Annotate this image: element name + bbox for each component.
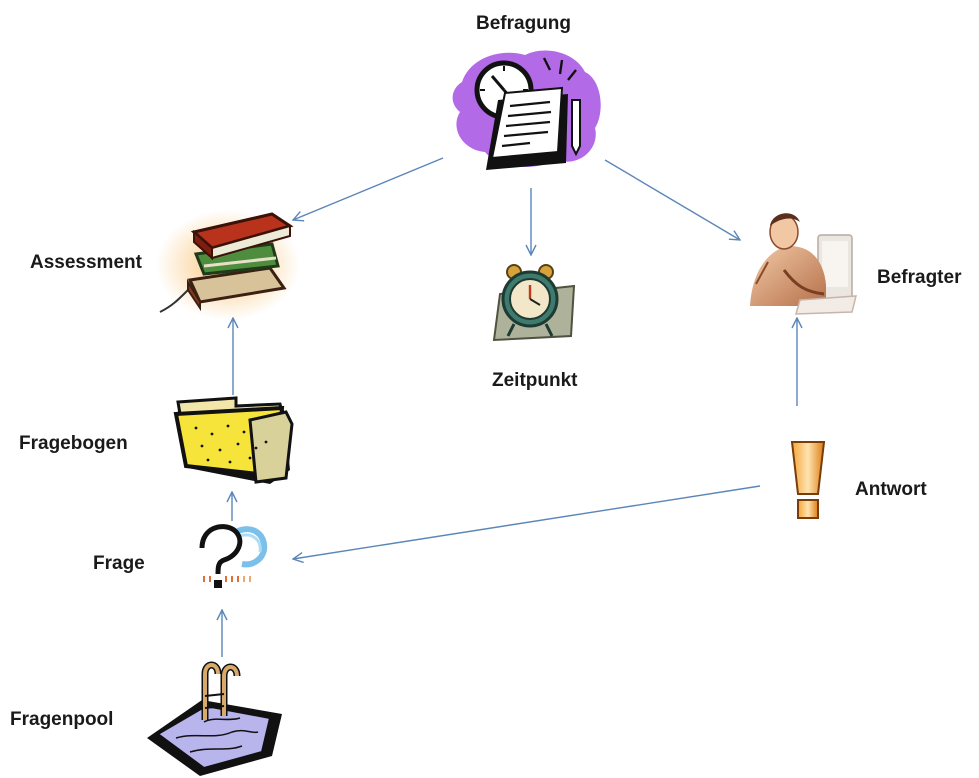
person-at-computer-icon	[750, 213, 857, 315]
alarm-clock-icon	[492, 264, 576, 342]
node-label-fragebogen: Fragebogen	[19, 433, 128, 454]
edge-befragung-befragter	[604, 159, 740, 240]
book-stack-icon	[156, 210, 300, 320]
edge-befragung-assessment	[293, 157, 444, 220]
exclamation-mark-icon	[790, 441, 826, 519]
node-label-fragenpool: Fragenpool	[10, 709, 114, 730]
clock-documents-icon	[452, 50, 601, 170]
edge-antwort-frage	[293, 485, 761, 559]
edges	[222, 157, 797, 657]
node-label-zeitpunkt: Zeitpunkt	[492, 370, 578, 391]
node-label-assessment: Assessment	[30, 252, 142, 273]
pool-ladder-icon	[147, 661, 282, 776]
node-label-antwort: Antwort	[855, 479, 927, 500]
folder-icon	[173, 396, 294, 484]
node-label-frage: Frage	[93, 553, 145, 574]
node-label-befragung: Befragung	[476, 13, 571, 34]
question-mark-icon	[199, 524, 268, 588]
node-label-befragter: Befragter	[877, 267, 962, 288]
